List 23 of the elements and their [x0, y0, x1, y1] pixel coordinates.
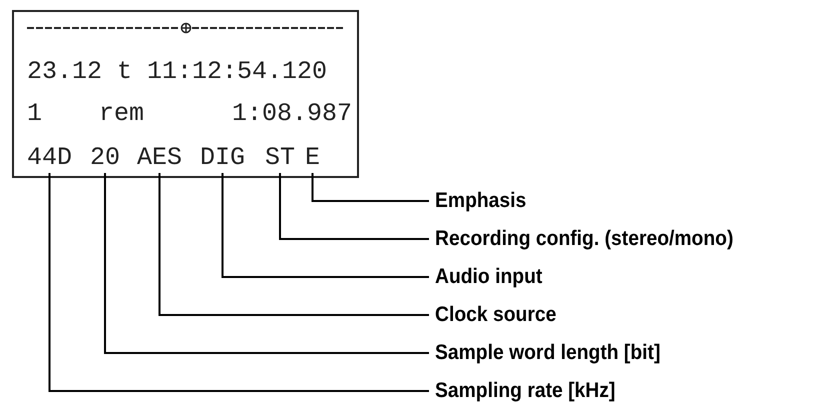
leader-label: Clock source — [435, 302, 556, 328]
leader-label: Sample word length [bit] — [435, 340, 660, 366]
leader-label: Sampling rate [kHz] — [435, 378, 616, 404]
leader-line — [279, 173, 429, 240]
leader-line — [48, 173, 429, 392]
lcd-text: 1:08.987 — [232, 100, 352, 128]
leader-line — [222, 173, 429, 278]
leader-line — [312, 173, 429, 202]
lcd-text: rem — [99, 100, 144, 128]
lcd-code: 20 — [90, 144, 120, 172]
lcd-text: 23.12 t 11:12:54.120 — [27, 58, 328, 86]
lcd-code: E — [305, 144, 320, 172]
leader-line — [104, 173, 429, 354]
lcd-text: 1 — [27, 100, 42, 128]
leader-label: Emphasis — [435, 188, 526, 214]
leader-line — [158, 173, 429, 316]
lcd-code: AES — [137, 144, 182, 172]
lcd-code: ST — [265, 144, 296, 172]
lcd-code: DIG — [200, 144, 246, 172]
leader-label: Recording config. (stereo/mono) — [435, 226, 734, 252]
lcd-display — [12, 10, 359, 178]
leader-label: Audio input — [435, 264, 542, 290]
lcd-code: 44D — [27, 144, 72, 172]
